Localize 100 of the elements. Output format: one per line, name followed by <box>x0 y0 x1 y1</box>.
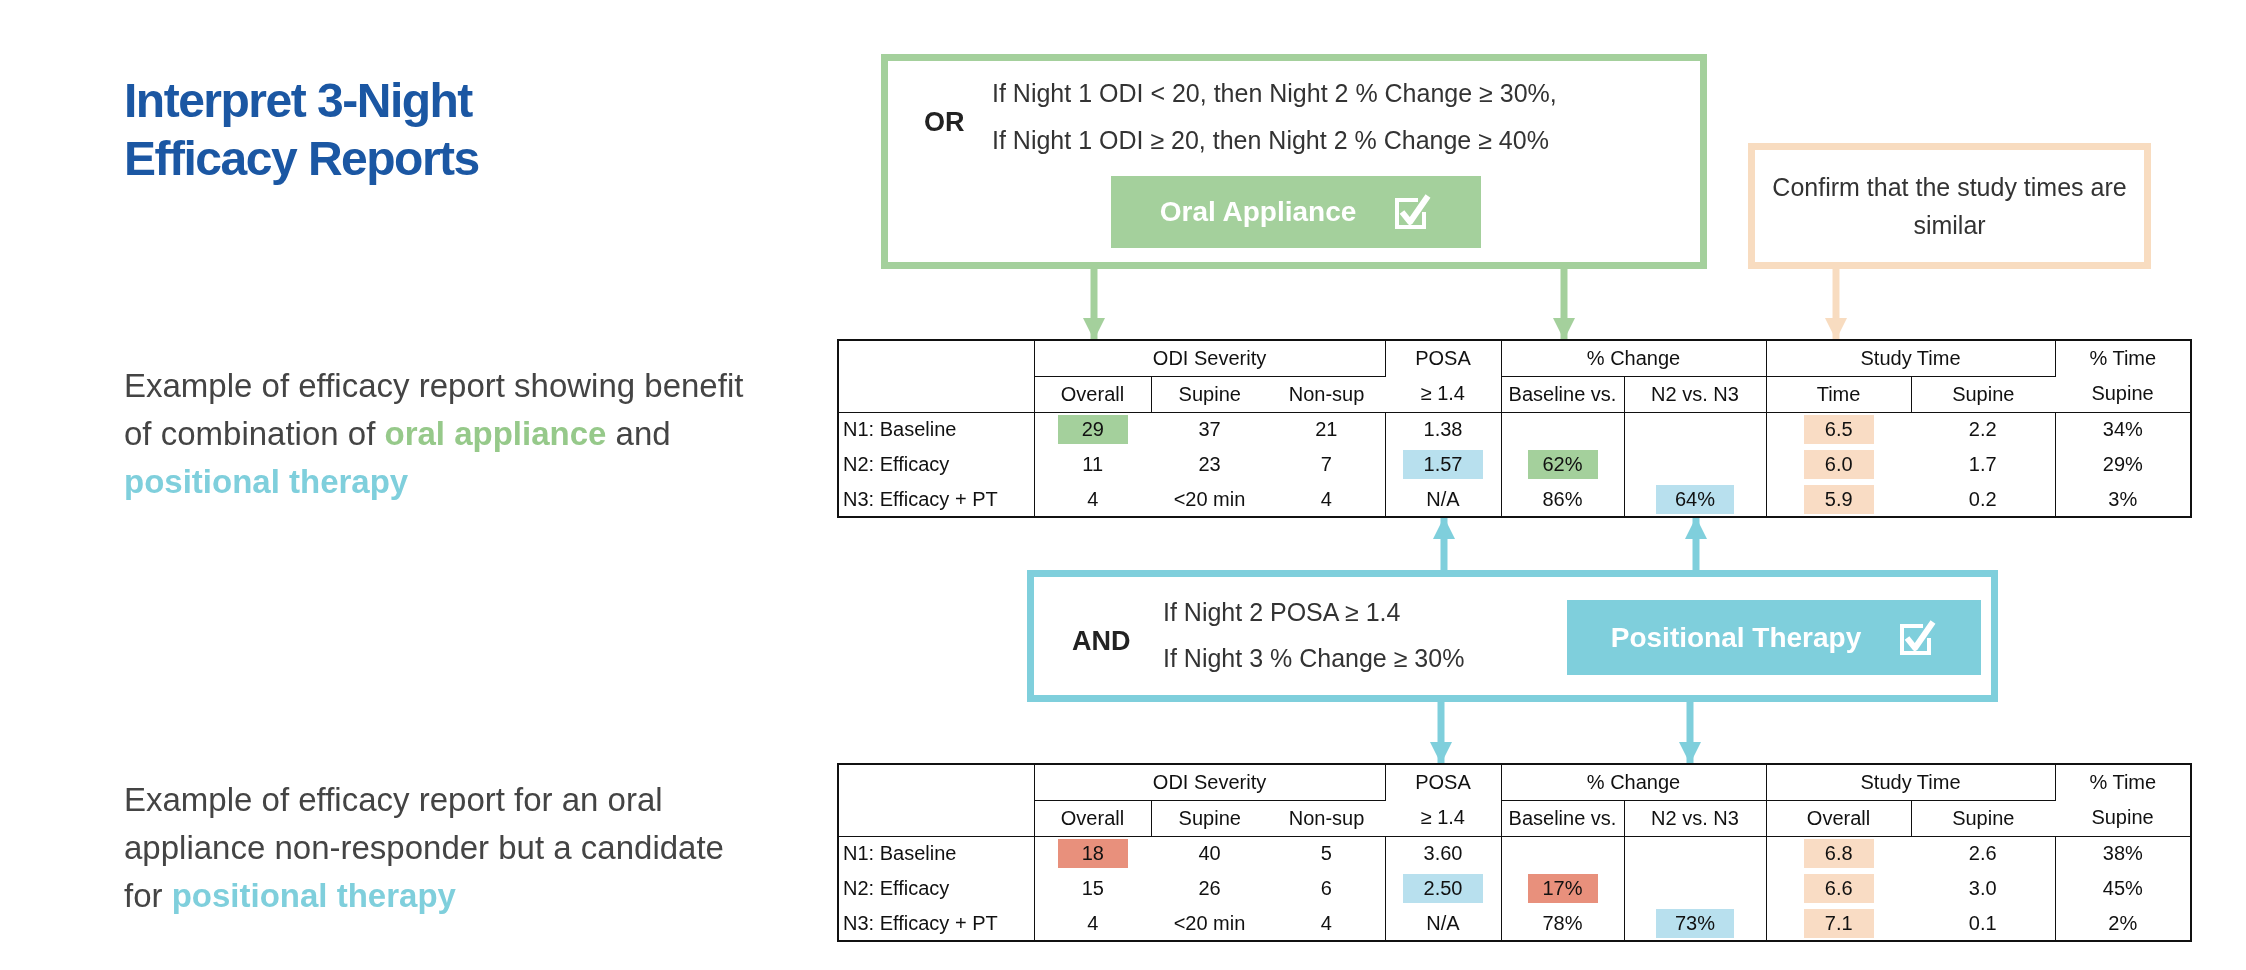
column-header: Supine <box>2055 376 2192 412</box>
table-value: 4 <box>1034 906 1151 941</box>
table-value: 37 <box>1151 412 1268 447</box>
highlighted-value: 64% <box>1656 484 1734 514</box>
highlighted-value: 18 <box>1057 839 1128 869</box>
arrow <box>1684 517 1708 570</box>
table-value: 78% <box>1501 906 1624 941</box>
table-value: 6 <box>1268 871 1385 906</box>
highlighted-value: 7.1 <box>1803 908 1874 938</box>
column-header: ODI Severity <box>1034 340 1385 376</box>
column-header: Baseline vs. <box>1501 800 1624 836</box>
column-header: Supine <box>1911 800 2056 836</box>
highlighted-value: 2.50 <box>1403 874 1483 903</box>
criteria-text: If Night 1 ODI ≥ 20, then Night 2 % Change ≥ 40% <box>992 125 1549 156</box>
highlighted-value: 6.5 <box>1803 415 1874 445</box>
description-text: Example of efficacy report for an oral appliance non-responder but a candidate for positional therapy <box>124 780 725 916</box>
table-value: 2.2 <box>1911 412 2056 447</box>
highlighted-value: 62% <box>1527 450 1598 479</box>
table-value: 26 <box>1197 876 1222 901</box>
column-header: ODI Severity <box>1034 764 1385 800</box>
arrow <box>1552 269 1576 340</box>
highlighted-value: 73% <box>1656 908 1734 938</box>
arrow <box>1432 517 1456 570</box>
criteria-text: If Night 1 ODI < 20, then Night 2 % Change ≥ 30%, <box>992 78 1557 109</box>
description-text: Example of efficacy report showing benefit of combination of oral appliance and positional therapy <box>124 366 745 502</box>
row-label: N1: Baseline <box>838 412 1034 447</box>
row-label: N2: Efficacy <box>838 447 1034 482</box>
table-value: 2.6 <box>1911 836 2056 871</box>
table-value: 1.7 <box>1911 447 2056 482</box>
table-value: 3.0 <box>1911 871 2056 906</box>
table-value: 4 <box>1034 482 1151 517</box>
table-value: <20 min <box>1151 906 1268 941</box>
table-value: N/A <box>1385 482 1501 517</box>
table-value: 4 <box>1268 482 1385 517</box>
highlighted-value: 29 <box>1057 415 1128 445</box>
logic-keyword: OR <box>924 106 965 139</box>
column-header: N2 vs. N3 <box>1624 800 1766 836</box>
column-header: POSA <box>1385 764 1501 800</box>
row-label: N3: Efficacy + PT <box>838 906 1034 941</box>
column-header: Baseline vs. <box>1501 376 1624 412</box>
column-header: % Time <box>2055 340 2192 376</box>
callout-box <box>1748 143 2151 269</box>
table-value: 11 <box>1034 447 1151 482</box>
table-value: 3% <box>2055 482 2192 517</box>
table-value: 0.1 <box>1911 906 2056 941</box>
column-header: Supine <box>2055 800 2192 836</box>
therapy-name: Positional Therapy <box>1610 621 1862 654</box>
column-header: Study Time <box>1766 340 2056 376</box>
therapy-tag <box>1567 600 1981 675</box>
column-header: Supine <box>1151 376 1268 412</box>
table-value: 1.38 <box>1385 412 1501 447</box>
table-value: 21 <box>1268 412 1385 447</box>
row-label: N1: Baseline <box>838 836 1034 871</box>
column-header: Non-sup <box>1268 376 1385 412</box>
table-value: 38% <box>2055 836 2192 871</box>
criteria-text: If Night 2 POSA ≥ 1.4 <box>1163 597 1401 628</box>
table-value: 4 <box>1268 906 1385 941</box>
arrow <box>1678 702 1702 764</box>
highlighted-value: 6.8 <box>1803 839 1874 869</box>
column-header: Non-sup <box>1268 800 1385 836</box>
column-header: N2 vs. N3 <box>1624 376 1766 412</box>
therapy-name: Oral Appliance <box>1159 196 1357 228</box>
table-value: 34% <box>2055 412 2192 447</box>
arrow <box>1082 269 1106 340</box>
table-value: 45% <box>2055 871 2192 906</box>
table-value: 5 <box>1268 836 1385 871</box>
column-header: POSA <box>1385 340 1501 376</box>
table-value: N/A <box>1385 906 1501 941</box>
table-value: <20 min <box>1151 482 1268 517</box>
column-header: Overall <box>1766 800 1911 836</box>
logic-keyword: AND <box>1072 625 1131 658</box>
criteria-box <box>881 54 1707 269</box>
therapy-tag <box>1111 176 1481 248</box>
column-header: % Change <box>1501 340 1766 376</box>
highlighted-value: 6.6 <box>1803 874 1874 903</box>
table-value: 40 <box>1151 836 1268 871</box>
highlighted-value: 17% <box>1527 874 1598 903</box>
table-value: 3.60 <box>1385 836 1501 871</box>
table-value: 7 <box>1268 447 1385 482</box>
column-header: Overall <box>1034 376 1151 412</box>
column-header: Time <box>1766 376 1911 412</box>
column-header: Supine <box>1911 376 2056 412</box>
table-value: 23 <box>1197 452 1222 477</box>
arrow <box>1824 269 1848 340</box>
row-label: N2: Efficacy <box>838 871 1034 906</box>
page-title: Interpret 3-Night Efficacy Reports <box>124 73 480 187</box>
table-value: 0.2 <box>1911 482 2056 517</box>
highlighted-value: 6.0 <box>1803 450 1874 479</box>
criteria-text: If Night 3 % Change ≥ 30% <box>1163 643 1465 674</box>
table-value: 86% <box>1501 482 1624 517</box>
criteria-box <box>1027 570 1998 702</box>
column-header: Overall <box>1034 800 1151 836</box>
column-header: Study Time <box>1766 764 2056 800</box>
table-value: 2% <box>2055 906 2192 941</box>
column-header: ≥ 1.4 <box>1385 800 1501 836</box>
highlighted-value: 1.57 <box>1403 450 1483 479</box>
table-value: 15 <box>1034 871 1151 906</box>
row-label: N3: Efficacy + PT <box>838 482 1034 517</box>
table-value: 29% <box>2055 447 2192 482</box>
column-header: % Change <box>1501 764 1766 800</box>
